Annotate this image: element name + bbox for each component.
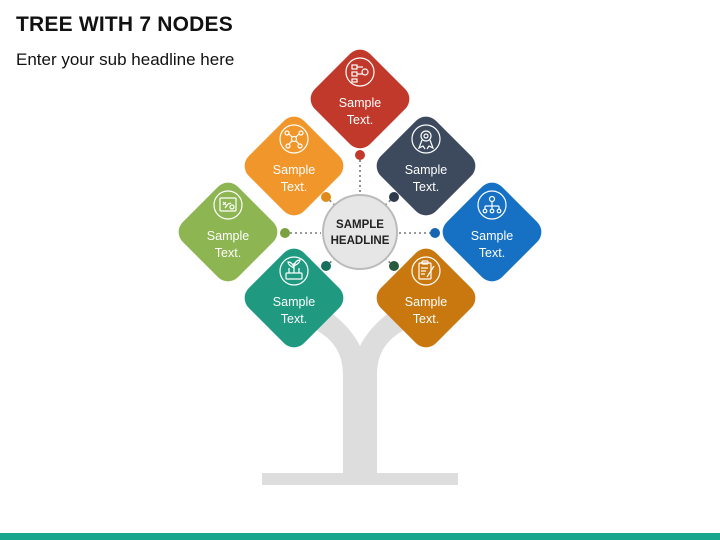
node-upper-left-line2: Text.: [281, 180, 307, 194]
node-lower-right-line2: Text.: [413, 312, 439, 326]
node-upper-right[interactable]: Sample Text.: [371, 111, 481, 221]
organization-chart-icon: [477, 190, 507, 220]
node-right-connector-dot: [430, 228, 440, 238]
node-left-line2: Text.: [215, 246, 241, 260]
node-upper-right-connector-dot: [389, 192, 399, 202]
node-lower-right[interactable]: Sample Text.: [371, 243, 481, 353]
node-lower-left-line2: Text.: [281, 312, 307, 326]
clipboard-pencil-icon: [411, 256, 441, 286]
center-headline-line1: SAMPLE: [336, 219, 384, 231]
tree-trunk: [262, 304, 458, 485]
page-title: TREE WITH 7 NODES: [16, 13, 233, 36]
node-lower-left[interactable]: Sample Text.: [239, 243, 349, 353]
node-lower-left-line1: Sample: [273, 295, 315, 309]
node-left[interactable]: Sample Text.: [173, 177, 290, 287]
node-lower-left-connector-dot: [321, 261, 331, 271]
node-right-line2: Text.: [479, 246, 505, 260]
page-subtitle: Enter your sub headline here: [16, 50, 235, 69]
node-upper-right-line1: Sample: [405, 163, 447, 177]
award-ribbon-icon: [411, 124, 441, 154]
node-left-connector-dot: [280, 228, 290, 238]
center-node[interactable]: SAMPLE HEADLINE: [322, 194, 398, 270]
flowchart-icon: [345, 57, 375, 87]
node-right[interactable]: Sample Text.: [430, 177, 547, 287]
strategy-board-icon: [213, 190, 243, 220]
connector-lines: [285, 155, 435, 267]
node-left-line1: Sample: [207, 229, 249, 243]
node-upper-left[interactable]: Sample Text.: [239, 111, 349, 221]
node-right-line1: Sample: [471, 229, 513, 243]
node-top-line1: Sample: [339, 96, 381, 110]
node-upper-left-connector-dot: [321, 192, 331, 202]
center-headline-line2: HEADLINE: [331, 235, 390, 247]
node-top-connector-dot: [355, 150, 365, 160]
node-upper-left-line1: Sample: [273, 163, 315, 177]
network-icon: [279, 124, 309, 154]
footer-accent-bar: [0, 533, 720, 540]
node-lower-right-connector-dot: [389, 261, 399, 271]
node-upper-right-line2: Text.: [413, 180, 439, 194]
plant-growth-icon: [279, 256, 309, 286]
node-top-line2: Text.: [347, 113, 373, 127]
node-top[interactable]: Sample Text.: [305, 44, 415, 160]
node-lower-right-line1: Sample: [405, 295, 447, 309]
